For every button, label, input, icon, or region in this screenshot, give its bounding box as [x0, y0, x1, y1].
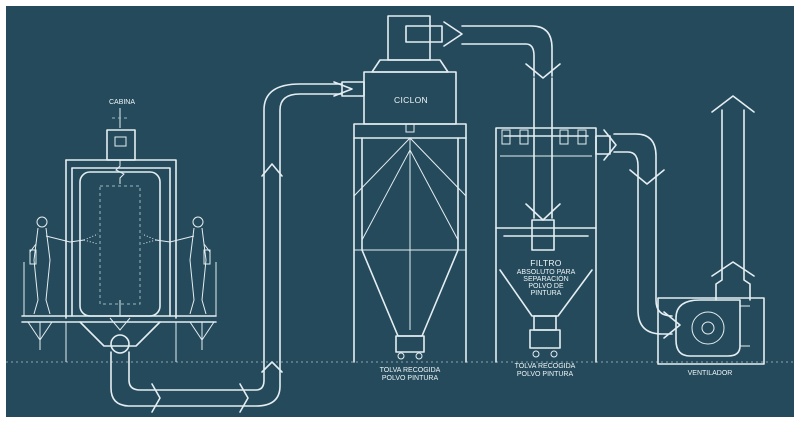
spray-operator-icon: [29, 216, 99, 315]
duct-arrow-icon: [525, 63, 561, 79]
duct-arrow-icon: [711, 95, 755, 113]
label-tolva-filtro-2: POLVO PINTURA: [517, 371, 574, 378]
label-tolva-ciclon-1: TOLVA RECOGIDA: [380, 367, 441, 374]
label-ciclon: CICLON: [394, 95, 428, 105]
duct-arrow-icon: [239, 383, 249, 413]
duct-arrow-icon: [711, 261, 755, 277]
cyclone: [353, 15, 467, 363]
duct-cabina-to-ciclon: [110, 81, 365, 413]
duct-arrow-icon: [443, 21, 463, 47]
duct-arrow-icon: [603, 129, 617, 161]
duct-filtro-to-ventilador: [613, 133, 681, 339]
fan-icon: [657, 297, 765, 365]
wheel-icon: [415, 352, 423, 360]
exhaust-stack: [711, 95, 755, 301]
label-filtro-desc-3: POLVO DE: [528, 283, 564, 290]
diagram-background: [6, 6, 794, 417]
label-filtro: FILTRO: [530, 258, 561, 268]
duct-ciclon-to-filtro: [461, 25, 561, 221]
label-filtro-desc-1: ABSOLUTO PARA: [517, 269, 576, 276]
duct-arrow-icon: [333, 81, 353, 97]
label-filtro-desc-4: PINTURA: [531, 290, 562, 297]
wheel-icon: [550, 350, 558, 358]
duct-arrow-icon: [525, 203, 561, 221]
label-cabina: CABINA: [109, 99, 135, 106]
duct-arrow-icon: [151, 383, 161, 413]
label-filtro-desc-2: SEPARACIÓN: [523, 274, 568, 283]
duct-arrow-icon: [261, 163, 283, 177]
spray-operator-icon: [141, 216, 211, 315]
wheel-icon: [397, 352, 405, 360]
filter-unit: [495, 127, 617, 363]
spray-booth: [21, 108, 217, 362]
label-ventilador: VENTILADOR: [688, 370, 733, 377]
label-tolva-ciclon-2: POLVO PINTURA: [382, 375, 439, 382]
duct-arrow-icon: [663, 311, 681, 339]
duct-arrow-icon: [261, 361, 283, 373]
label-tolva-filtro-1: TOLVA RECOGIDA: [515, 363, 576, 370]
wheel-icon: [532, 350, 540, 358]
duct-arrow-icon: [629, 169, 665, 185]
